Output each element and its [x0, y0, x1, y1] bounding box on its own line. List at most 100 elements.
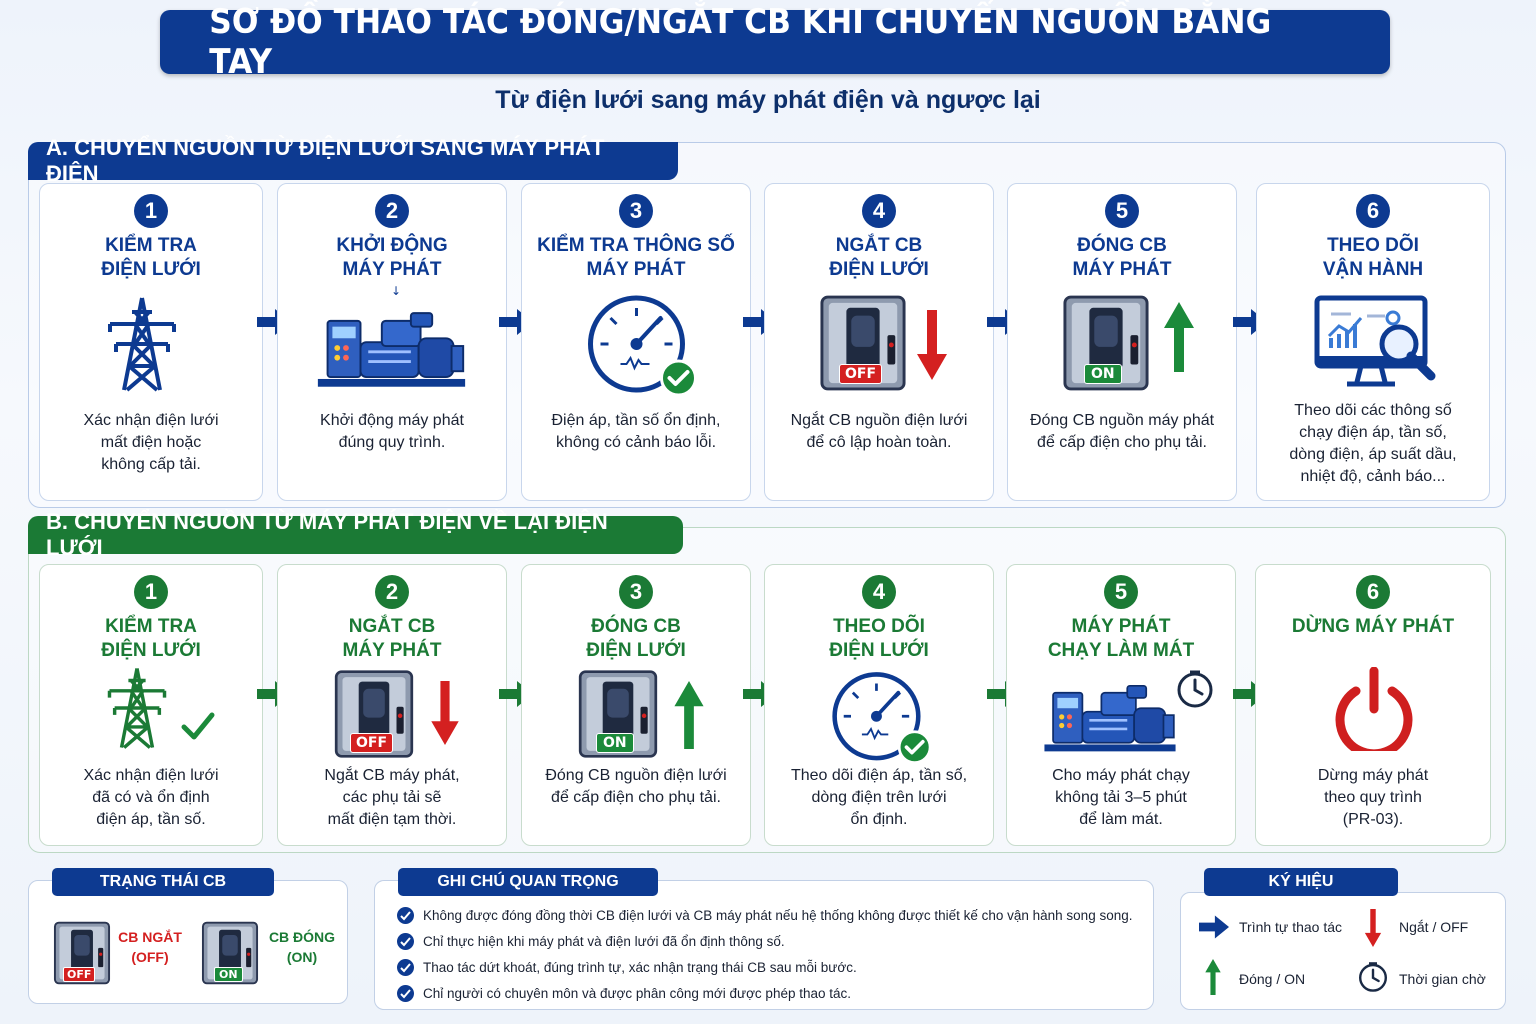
section-b-heading: B. CHUYỂN NGUỒN TỪ MÁY PHÁT ĐIỆN VỀ LẠI …: [28, 509, 683, 560]
step-description: Cho máy phát chạy không tải 3–5 phút để …: [1052, 767, 1190, 828]
step-number: 5: [1104, 575, 1138, 609]
breaker-on-icon: ON: [576, 669, 660, 759]
monitor-search-icon: [1313, 294, 1443, 394]
generator-icon: [314, 302, 469, 392]
step-description: Ngắt CB máy phát, các phụ tải sẽ mất điệ…: [324, 767, 460, 828]
step-description: Xác nhận điện lưới đã có và ổn định điện…: [83, 767, 219, 828]
step-title: NGẮT CB MÁY PHÁT: [342, 616, 442, 661]
note-text: Không được đóng đồng thời CB điện lưới v…: [423, 908, 1133, 923]
legend-wait-label: Thời gian chờ: [1399, 971, 1486, 987]
notes-heading: GHI CHÚ QUAN TRỌNG: [398, 868, 658, 896]
step-b1-card: 1 KIỂM TRA ĐIỆN LƯỚI Xác nhận điện lưới …: [39, 564, 263, 846]
step-description: Khởi động máy phát đúng quy trình.: [320, 412, 464, 451]
step-a4-card: 4 NGẮT CB ĐIỆN LƯỚI OFF Ngắt CB nguồn đi…: [764, 183, 994, 501]
step-title: NGẮT CB ĐIỆN LƯỚI: [829, 235, 929, 280]
section-b: B. CHUYỂN NGUỒN TỪ MÁY PHÁT ĐIỆN VỀ LẠI …: [28, 509, 1506, 853]
clock-icon: [1175, 669, 1215, 709]
step-title: KHỞI ĐỘNG MÁY PHÁT: [336, 235, 448, 280]
step-number: 4: [862, 194, 896, 228]
step-number: 3: [619, 194, 653, 228]
down-arrow-icon: [1363, 909, 1383, 947]
note-text: Thao tác dứt khoát, đúng trình tự, xác n…: [423, 960, 857, 975]
step-b5-card: 5 MÁY PHÁT CHẠY LÀM MÁT Cho máy phát chạ…: [1006, 564, 1236, 846]
down-arrow-icon: [917, 310, 947, 380]
legend-on-label: Đóng / ON: [1239, 971, 1306, 987]
step-b2-card: 2 NGẮT CB MÁY PHÁT OFF Ngắt CB máy phát,…: [277, 564, 507, 846]
step-a5-card: 5 ĐÓNG CB MÁY PHÁT ON Đóng CB nguồn máy …: [1007, 183, 1237, 501]
check-icon: [397, 933, 414, 950]
step-title: THEO DÕI VẬN HÀNH: [1322, 235, 1424, 280]
power-tower-icon: [102, 665, 172, 751]
breaker-on-icon: ON: [201, 915, 259, 991]
legend-off-label: Ngắt / OFF: [1399, 919, 1469, 935]
notes-panel: Không được đóng đồng thời CB điện lưới v…: [374, 880, 1154, 1010]
generator-icon: [1041, 675, 1179, 757]
step-description: Theo dõi điện áp, tần số, dòng điện trên…: [790, 767, 968, 828]
check-icon: [397, 959, 414, 976]
breaker-off-icon: OFF: [819, 294, 907, 392]
step-number: 3: [619, 575, 653, 609]
note-item: Chỉ người có chuyên môn và được phân côn…: [397, 985, 851, 1002]
gauge-check-icon: [584, 292, 699, 402]
on-badge: ON: [1084, 364, 1122, 384]
cb-status-heading: TRẠNG THÁI CB: [52, 868, 274, 896]
step-a3-card: 3 KIỂM TRA THÔNG SỐ MÁY PHÁT Điện áp, tầ…: [521, 183, 751, 501]
note-item: Chỉ thực hiện khi máy phát và điện lưới …: [397, 933, 785, 950]
step-b3-card: 3 ĐÓNG CB ĐIỆN LƯỚI ON Đóng CB nguồn điệ…: [521, 564, 751, 846]
step-title: MÁY PHÁT CHẠY LÀM MÁT: [1047, 616, 1195, 661]
step-description: Đóng CB nguồn máy phát để cấp điện cho p…: [1029, 412, 1215, 451]
step-description: Xác nhận điện lưới mất điện hoặc không c…: [83, 412, 219, 473]
cb-off-label: CB NGẮT (OFF): [118, 929, 182, 965]
step-title: ĐÓNG CB MÁY PHÁT: [1072, 235, 1172, 280]
step-a6-card: 6 THEO DÕI VẬN HÀNH Theo dõi các thông s…: [1256, 183, 1490, 501]
step-b4-card: 4 THEO DÕI ĐIỆN LƯỚI Theo dõi điện áp, t…: [764, 564, 994, 846]
off-badge: OFF: [63, 967, 96, 982]
step-a2-card: 2 KHỞI ĐỘNG MÁY PHÁT ↓ Khởi động máy phá…: [277, 183, 507, 501]
title-banner: SƠ ĐỒ THAO TÁC ĐÓNG/NGẮT CB KHI CHUYỂN N…: [160, 2, 1390, 82]
step-number: 1: [134, 575, 168, 609]
step-description: Theo dõi các thông số chạy điện áp, tần …: [1289, 402, 1457, 485]
cb-status-panel: OFF CB NGẮT (OFF) ON CB ĐÓNG (ON): [28, 880, 348, 1004]
step-description: Dừng máy phát theo quy trình (PR-03).: [1317, 767, 1429, 828]
page-subtitle: Từ điện lưới sang máy phát điện và ngược…: [495, 86, 1041, 114]
small-down-arrow-icon: ↓: [391, 284, 402, 298]
step-description: Đóng CB nguồn điện lưới để cấp điện cho …: [545, 767, 727, 806]
breaker-off-icon: OFF: [332, 669, 416, 759]
step-title: KIỂM TRA ĐIỆN LƯỚI: [101, 616, 201, 661]
step-number: 2: [375, 194, 409, 228]
down-arrow-icon: [430, 681, 460, 745]
on-badge: ON: [596, 733, 634, 753]
step-number: 5: [1105, 194, 1139, 228]
step-number: 6: [1356, 575, 1390, 609]
off-badge: OFF: [350, 733, 394, 753]
on-badge: ON: [214, 967, 243, 982]
section-a: A. CHUYỂN NGUỒN TỪ ĐIỆN LƯỚI SANG MÁY PH…: [28, 135, 1506, 508]
checkmark-icon: [181, 712, 215, 740]
up-arrow-icon: [1203, 959, 1223, 995]
power-button-icon: [1335, 667, 1413, 751]
step-title: ĐÓNG CB ĐIỆN LƯỚI: [586, 616, 686, 661]
step-title: KIỂM TRA THÔNG SỐ MÁY PHÁT: [537, 235, 735, 280]
sequence-arrow-icon: [1199, 915, 1229, 939]
breaker-on-icon: ON: [1062, 294, 1150, 392]
legend-panel: Trình tự thao tác Ngắt / OFF Đóng / ON T…: [1180, 892, 1506, 1010]
step-number: 2: [375, 575, 409, 609]
up-arrow-icon: [1164, 296, 1194, 378]
step-b6-card: 6 DỪNG MÁY PHÁT Dừng máy phát theo quy t…: [1255, 564, 1491, 846]
legend-sequence-label: Trình tự thao tác: [1239, 919, 1343, 935]
note-text: Chỉ thực hiện khi máy phát và điện lưới …: [423, 934, 785, 949]
step-title: DỪNG MÁY PHÁT: [1291, 616, 1455, 637]
step-description: Ngắt CB nguồn điện lưới để cô lập hoàn t…: [790, 412, 968, 451]
step-title: THEO DÕI ĐIỆN LƯỚI: [829, 616, 929, 661]
step-number: 4: [862, 575, 896, 609]
step-number: 6: [1356, 194, 1390, 228]
check-icon: [397, 907, 414, 924]
power-tower-icon: [102, 294, 182, 394]
gauge-check-icon: [829, 669, 933, 769]
step-title: KIỂM TRA ĐIỆN LƯỚI: [101, 235, 201, 280]
note-item: Thao tác dứt khoát, đúng trình tự, xác n…: [397, 959, 857, 976]
step-a1-card: 1 KIỂM TRA ĐIỆN LƯỚI Xác nhận điện lưới …: [39, 183, 263, 501]
step-number: 1: [134, 194, 168, 228]
note-item: Không được đóng đồng thời CB điện lưới v…: [397, 907, 1132, 924]
note-text: Chỉ người có chuyên môn và được phân côn…: [423, 986, 851, 1001]
